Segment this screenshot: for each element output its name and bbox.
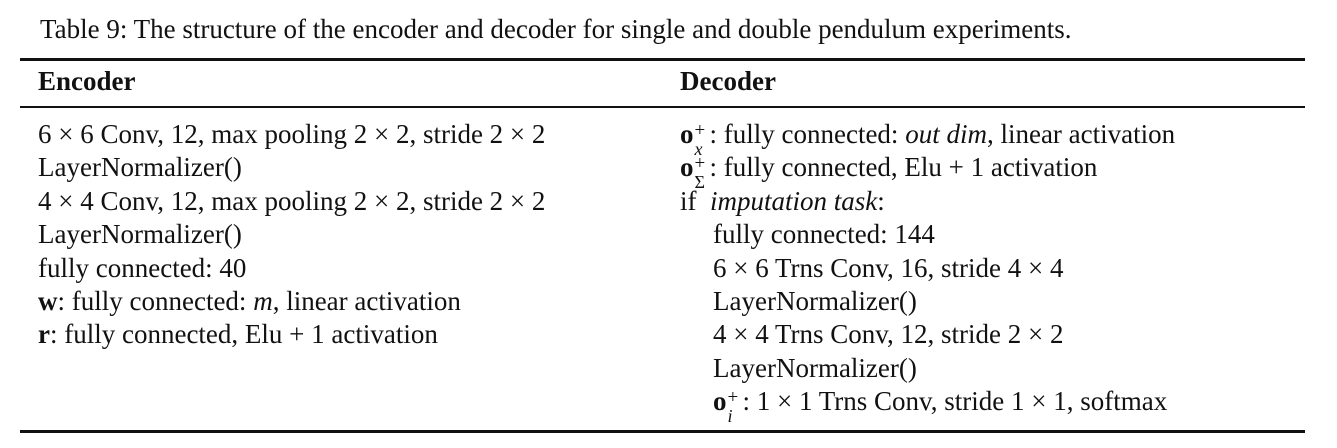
encoder-column: 6 × 6 Conv, 12, max pooling 2 × 2, strid… <box>38 118 545 352</box>
osigma-symbol: o <box>680 152 694 183</box>
encoder-row: fully connected: 40 <box>38 252 247 283</box>
ox-text: : fully connected: <box>709 119 906 149</box>
osigma-scripts: +Σ <box>694 153 710 192</box>
encoder-row: LayerNormalizer() <box>38 219 242 250</box>
oi-text: : 1 × 1 Trns Conv, stride 1 × 1, softmax <box>742 386 1168 417</box>
encoder-row: 4 × 4 Conv, 12, max pooling 2 × 2, strid… <box>38 185 546 216</box>
osigma-sup: + <box>694 153 706 175</box>
bottom-rule <box>20 430 1305 433</box>
ox-rest: , linear activation <box>986 119 1176 149</box>
decoder-header: Decoder <box>680 66 776 96</box>
encoder-row: 6 × 6 Conv, 12, max pooling 2 × 2, strid… <box>38 119 546 149</box>
decoder-row: 4 × 4 Trns Conv, 12, stride 2 × 2 <box>713 319 1064 350</box>
w-rest: , linear activation <box>272 285 461 316</box>
decoder-osigma-row: o+Σ: fully connected, Elu + 1 activation <box>680 151 1175 192</box>
decoder-column: o+x: fully connected: out dim, linear ac… <box>680 118 1176 426</box>
top-rule <box>20 58 1305 61</box>
ox-sub: x <box>694 139 703 159</box>
osigma-text: : fully connected, Elu + 1 activation <box>709 152 1098 183</box>
w-text: : fully connected: <box>57 285 254 316</box>
r-text: : fully connected, Elu + 1 activation <box>49 319 438 350</box>
encoder-r-row: r: fully connected, Elu + 1 activation <box>38 318 545 351</box>
if-keyword: if <box>680 185 697 216</box>
decoder-oi-row: o+i: 1 × 1 Trns Conv, stride 1 × 1, soft… <box>680 385 1175 426</box>
decoder-if-row: if imputation task: <box>680 185 1175 218</box>
decoder-row: LayerNormalizer() <box>713 285 917 316</box>
oi-scripts: +i <box>727 387 743 426</box>
oi-symbol: o <box>713 386 727 417</box>
decoder-row: LayerNormalizer() <box>713 352 917 383</box>
ox-italic: out dim <box>905 119 987 149</box>
w-symbol: w <box>38 285 58 316</box>
encoder-header: Encoder <box>38 66 136 96</box>
ox-sup: + <box>694 120 706 141</box>
ox-symbol: o <box>680 119 694 149</box>
r-symbol: r <box>38 319 50 350</box>
encoder-row: LayerNormalizer() <box>38 152 242 183</box>
table-caption: Table 9: The structure of the encoder an… <box>40 14 1072 44</box>
oi-sup: + <box>727 387 739 409</box>
if-colon: : <box>877 185 885 216</box>
decoder-row: fully connected: 144 <box>713 219 935 250</box>
osigma-sub: Σ <box>694 172 705 193</box>
ox-scripts: +x <box>694 120 710 159</box>
header-rule <box>20 106 1305 108</box>
decoder-ox-row: o+x: fully connected: out dim, linear ac… <box>680 118 1176 159</box>
if-condition: imputation task <box>710 185 878 216</box>
w-var: m <box>253 285 273 316</box>
encoder-w-row: w: fully connected: m, linear activation <box>38 285 545 318</box>
decoder-row: 6 × 6 Trns Conv, 16, stride 4 × 4 <box>713 252 1064 283</box>
oi-sub: i <box>727 406 733 427</box>
